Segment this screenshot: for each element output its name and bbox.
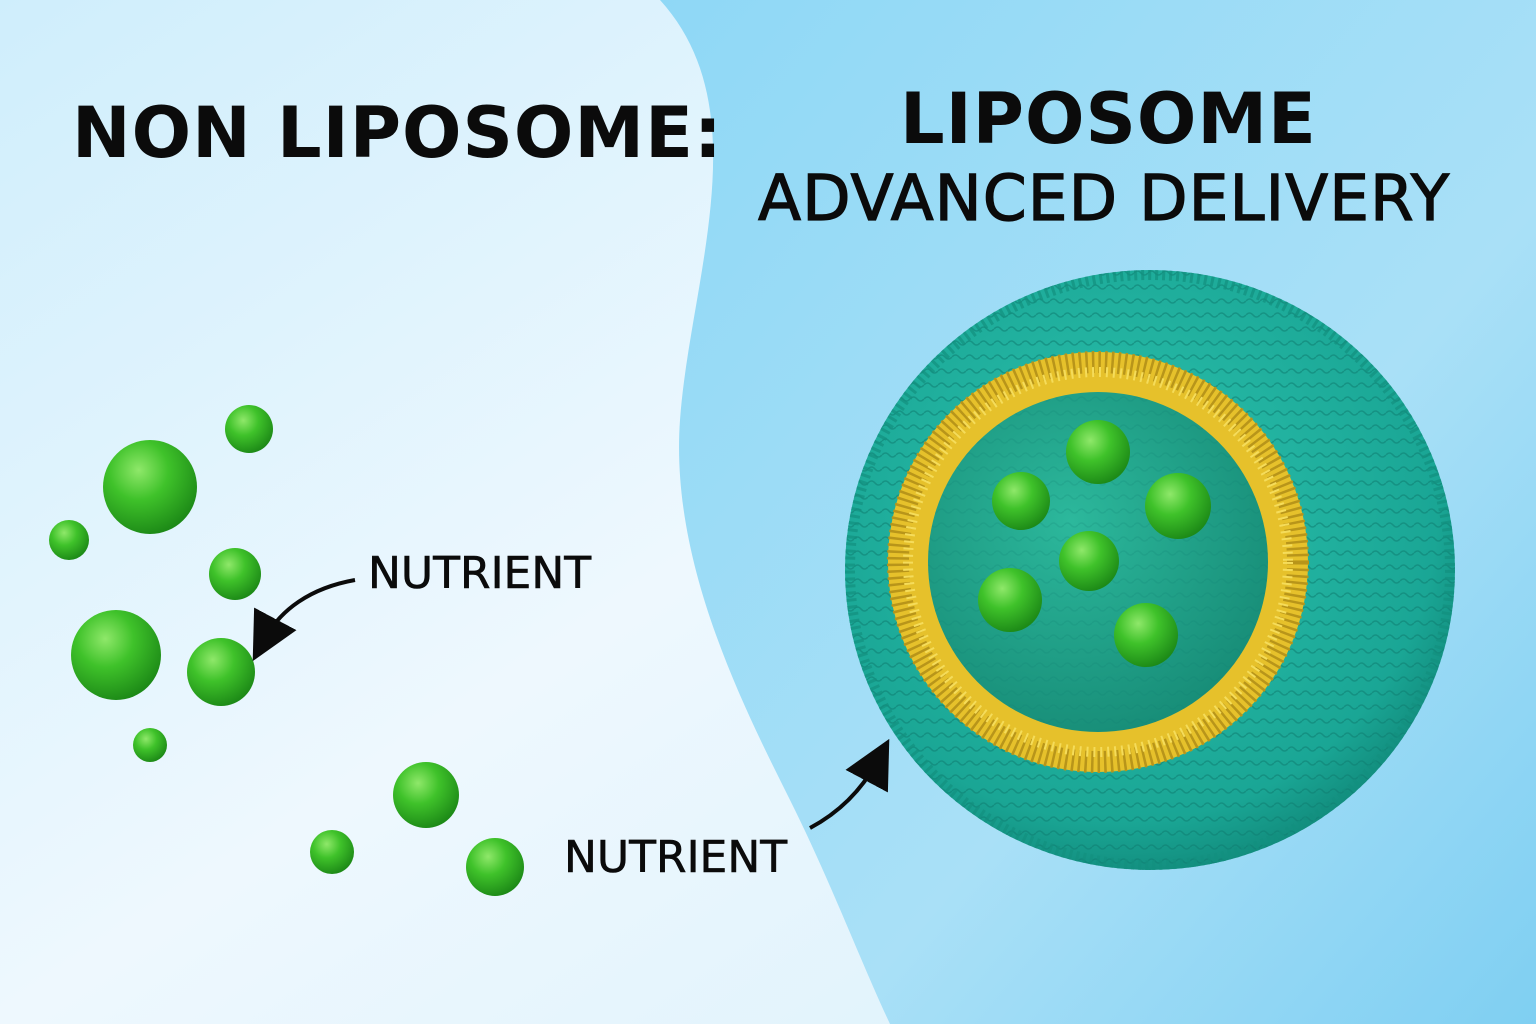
nutrient-sphere [225, 405, 273, 453]
left-pointer-arrow [252, 578, 356, 662]
nutrient-sphere [103, 440, 197, 534]
lipid-bilayer-fringe [887, 351, 1309, 773]
liposome-title: LIPOSOME [900, 78, 1317, 160]
nutrient-sphere [209, 548, 261, 600]
nutrient-sphere [310, 830, 354, 874]
encapsulated-nutrient [1114, 603, 1178, 667]
encapsulated-nutrient [978, 568, 1042, 632]
liposome-shell-rim [845, 270, 1455, 870]
lipid-bilayer-fringe-outer [903, 367, 1293, 757]
liposome-subtitle: ADVANCED DELIVERY [757, 161, 1451, 235]
nutrient-sphere [49, 520, 89, 560]
loose-nutrients [49, 405, 524, 896]
nutrient-sphere [393, 762, 459, 828]
nutrient-label-left: NUTRIENT [368, 548, 592, 600]
encapsulated-nutrient [1145, 473, 1211, 539]
encapsulated-nutrient [1066, 420, 1130, 484]
nutrient-sphere [71, 610, 161, 700]
nutrient-sphere [187, 638, 255, 706]
liposome [845, 270, 1455, 870]
right-pointer-arrow [809, 738, 890, 830]
encapsulated-nutrient [1059, 531, 1119, 591]
nutrient-sphere [133, 728, 167, 762]
non-liposome-title: NON LIPOSOME: [72, 92, 723, 174]
nutrient-sphere [466, 838, 524, 896]
nutrient-label-right: NUTRIENT [564, 832, 788, 884]
encapsulated-nutrient [992, 472, 1050, 530]
